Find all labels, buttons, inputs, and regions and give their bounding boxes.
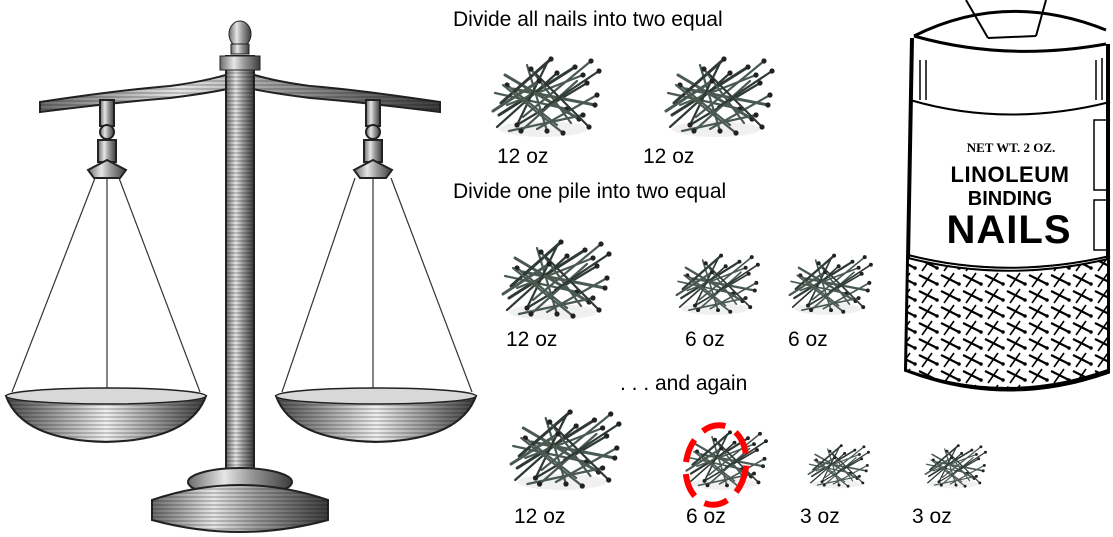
nail-pile-icon xyxy=(672,245,764,317)
can-label-line-1: LINOLEUM xyxy=(950,162,1070,187)
weight-label: 12 oz xyxy=(514,505,566,528)
step-3-heading: . . . and again xyxy=(620,372,748,395)
weight-label: 12 oz xyxy=(497,145,549,168)
nail-can-icon: NET WT. 2 OZ. LINOLEUM BINDING NAILS xyxy=(896,0,1113,420)
nail-pile-icon xyxy=(785,245,877,317)
highlight-circle xyxy=(682,422,750,508)
nail-pile-icon xyxy=(922,438,990,490)
can-label-line-2: BINDING xyxy=(967,188,1053,210)
weight-label: 3 oz xyxy=(800,505,840,528)
balance-scale-icon xyxy=(4,20,478,533)
nail-pile-icon xyxy=(497,228,617,323)
weight-label: 12 oz xyxy=(643,145,695,168)
weight-label: 3 oz xyxy=(912,505,952,528)
nail-pile-icon xyxy=(505,398,627,493)
weight-label: 6 oz xyxy=(685,328,725,351)
weight-label: 6 oz xyxy=(788,328,828,351)
step-1-heading: Divide all nails into two equal xyxy=(453,8,723,31)
can-label-line-3: NAILS xyxy=(946,208,1072,252)
nail-pile-icon xyxy=(805,438,873,490)
nail-pile-icon xyxy=(487,45,607,140)
step-2-heading: Divide one pile into two equal xyxy=(453,180,727,203)
can-net-weight: NET WT. 2 OZ. xyxy=(966,140,1056,155)
weight-label: 6 oz xyxy=(686,505,726,528)
weight-label: 12 oz xyxy=(506,328,558,351)
nail-pile-icon xyxy=(660,45,780,140)
